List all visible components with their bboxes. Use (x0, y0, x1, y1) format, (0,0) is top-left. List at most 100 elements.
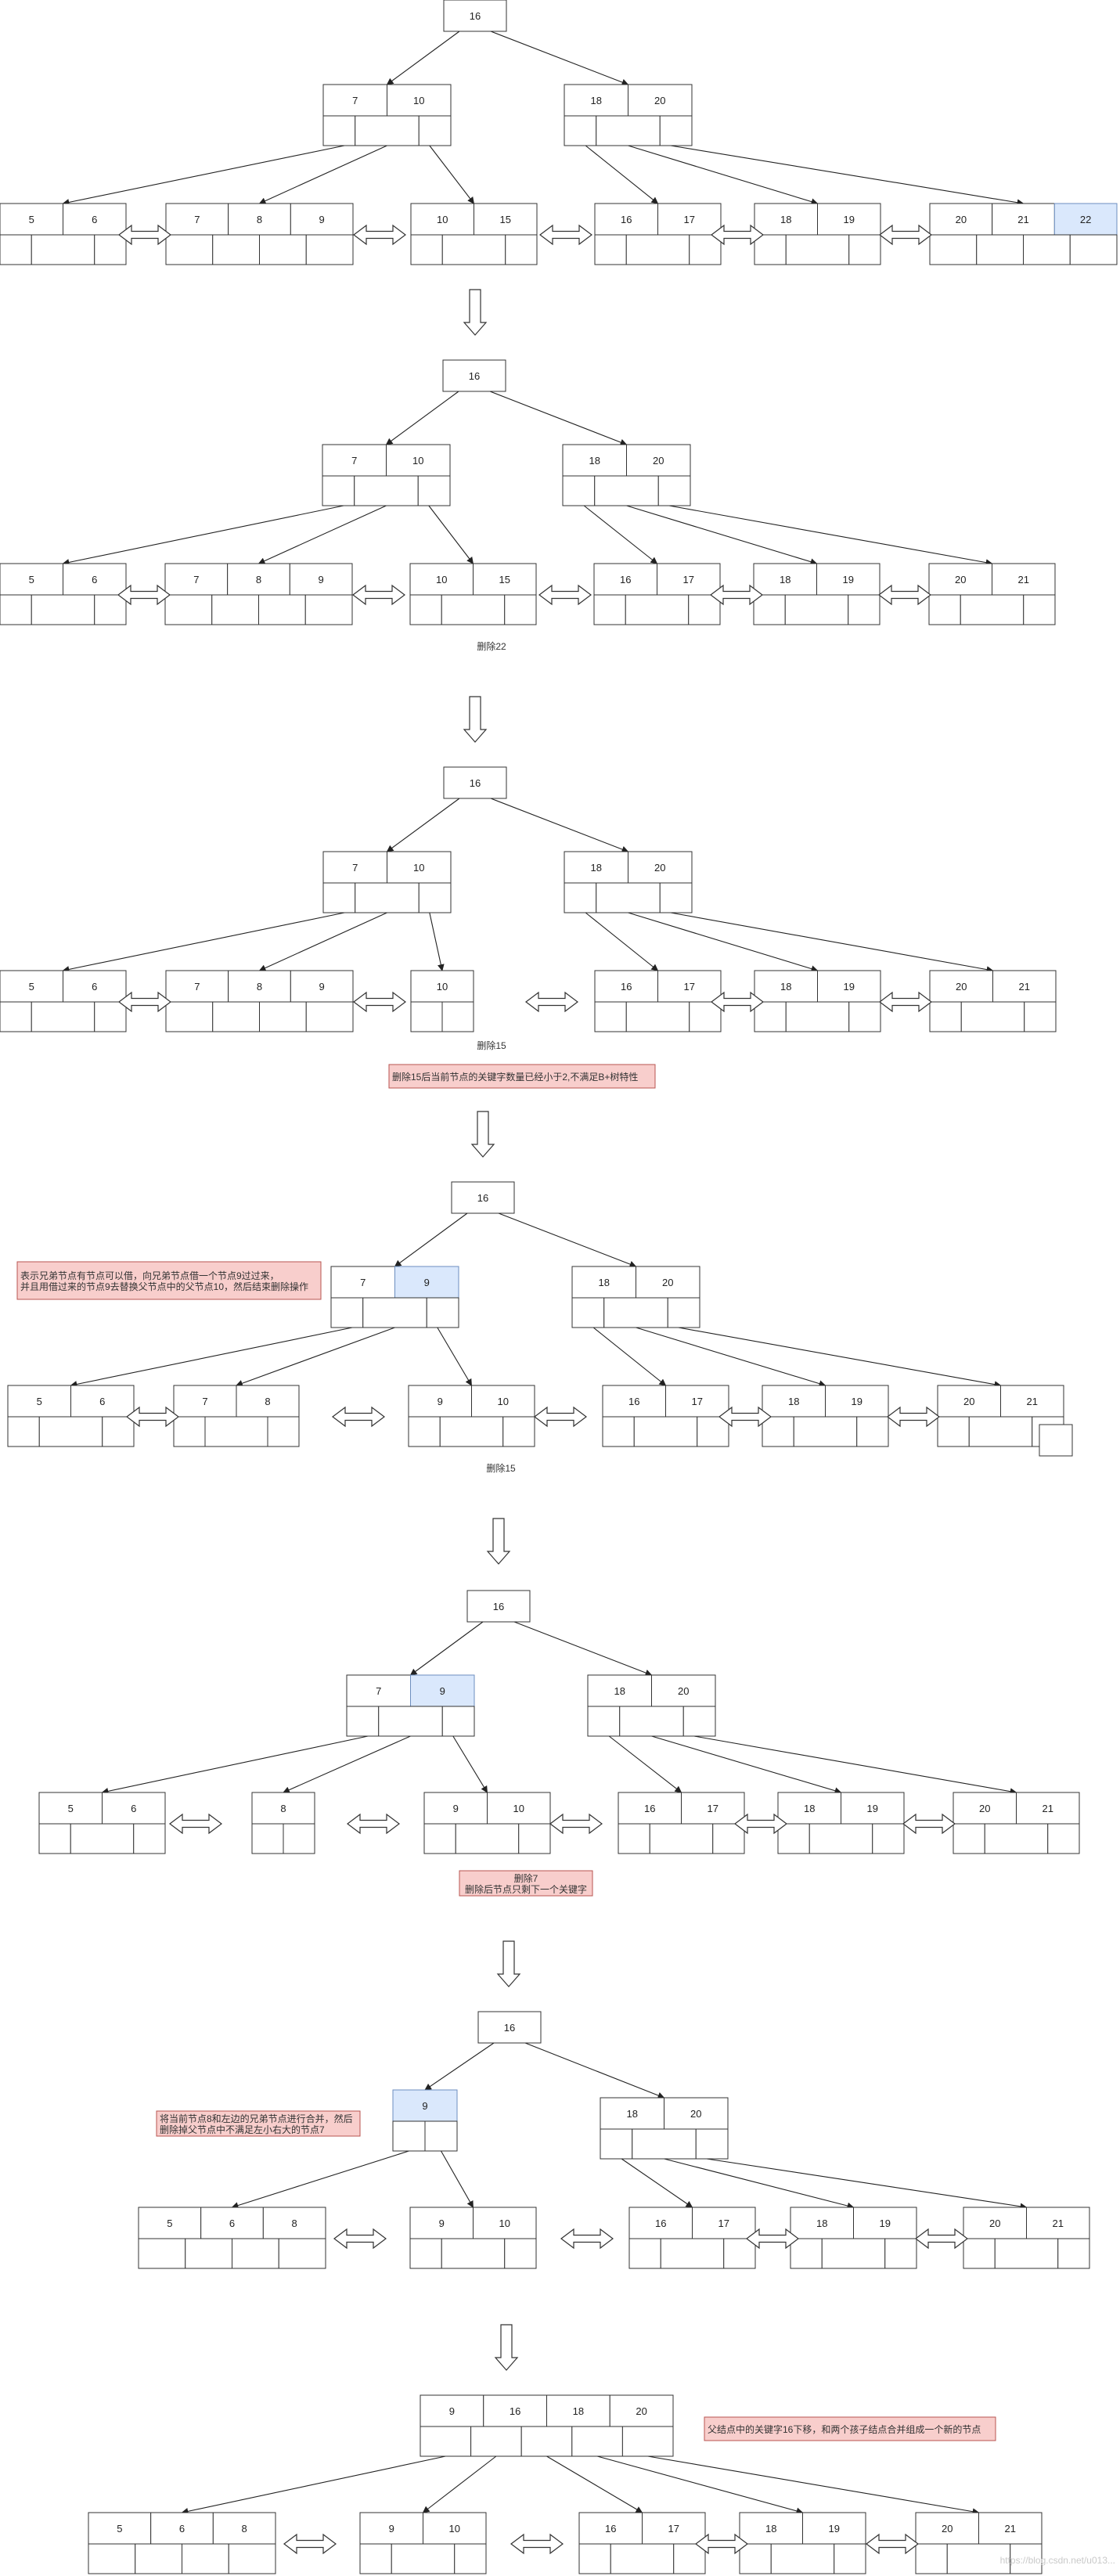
key-label: 9 (319, 981, 325, 993)
sibling-link-arrow (126, 1406, 179, 1428)
key-label: 5 (29, 214, 34, 225)
pointer-cell (505, 234, 538, 265)
tree-edge (385, 391, 459, 445)
tree-edge (489, 391, 628, 446)
tree-edge (628, 912, 819, 972)
key-label: 18 (599, 1277, 610, 1288)
key-label: 18 (804, 1803, 815, 1814)
key-label: 9 (422, 2100, 427, 2112)
tree-edge (490, 798, 629, 853)
pointer-cell (31, 234, 95, 265)
pointer-cell (418, 882, 452, 913)
key-label: 10 (412, 455, 423, 467)
pointer-cell (441, 594, 506, 625)
tree-edge (231, 2150, 409, 2209)
tree-edge (62, 505, 344, 566)
tree-edge (585, 912, 659, 971)
pointer-cell (594, 475, 659, 506)
pointer-cell (212, 234, 260, 265)
pointer-cell (963, 2238, 996, 2269)
key-label: 6 (179, 2523, 185, 2535)
pointer-cell (856, 1416, 889, 1447)
pointer-cell (770, 2543, 835, 2574)
key-label: 9 (439, 2218, 445, 2229)
sibling-link-arrow (902, 1813, 956, 1835)
pointer-cell (659, 882, 693, 913)
tree-edge (546, 2455, 643, 2513)
pointer-cell (753, 594, 786, 625)
pointer-cell (960, 1001, 1025, 1032)
key-label: 20 (955, 574, 966, 585)
key-cell (471, 1385, 535, 1418)
key-cell (442, 359, 506, 392)
key-cell (600, 2097, 664, 2130)
pointer-cell (659, 115, 693, 146)
key-label: 8 (257, 214, 262, 225)
pointer-cell (603, 1297, 668, 1328)
key-cell (963, 2207, 1027, 2239)
pointer-cell (102, 1416, 135, 1447)
sibling-link-arrow (118, 991, 171, 1013)
pointer-cell (571, 1297, 605, 1328)
pointer-cell (618, 1823, 650, 1854)
key-label: 7 (376, 1685, 381, 1697)
note-box (388, 1064, 656, 1089)
pointer-cell (305, 234, 354, 265)
pointer-cell (283, 1823, 315, 1854)
key-cell (228, 970, 291, 1003)
step-caption: 删除15 (486, 1462, 516, 1474)
sibling-link-arrow (333, 2228, 387, 2250)
pointer-cell (378, 1706, 443, 1737)
note-text: 并且用借过来的节点9去替换父节点中的父节点10，然后结束删除操作 (20, 1281, 308, 1292)
key-label: 16 (470, 10, 481, 22)
pointer-cell (228, 2543, 276, 2574)
key-label: 18 (589, 455, 600, 467)
tree-edge (651, 1735, 842, 1794)
tree-edge (283, 1735, 411, 1793)
pointer-cell (362, 1297, 427, 1328)
key-label: 8 (280, 1803, 286, 1814)
pointer-cell (251, 1823, 284, 1854)
key-cell (992, 563, 1056, 596)
tree-edge (592, 1327, 667, 1386)
pointer-cell (562, 475, 596, 506)
tree-edge (236, 1327, 395, 1387)
pointer-cell (0, 594, 32, 625)
tree-node: 10 (410, 970, 474, 1032)
pointer-cell (946, 2543, 1011, 2574)
key-label: 16 (655, 2218, 666, 2229)
key-label: 19 (844, 214, 855, 225)
key-label: 10 (499, 2218, 510, 2229)
tree-node: 16 (442, 359, 506, 392)
pointer-cell (649, 1823, 714, 1854)
pointer-cell (625, 234, 690, 265)
key-cell (628, 84, 693, 117)
pointer-cell (834, 2543, 866, 2574)
pointer-cell (660, 2238, 725, 2269)
pointer-cell (94, 594, 127, 625)
pointer-cell (504, 2238, 537, 2269)
pointer-cell (441, 1706, 475, 1737)
key-label: 20 (653, 455, 664, 467)
pointer-cell (619, 1706, 684, 1737)
tree-node: 16 (443, 766, 507, 799)
sibling-link-arrow (915, 2228, 968, 2250)
tree-node: 9 (392, 2089, 458, 2152)
key-cell (0, 203, 63, 236)
pointer-cell (258, 594, 306, 625)
explanation-note: 删除15后当前节点的关键字数量已经小于2,不满足B+树特性 (388, 1064, 656, 1089)
key-cell (817, 970, 881, 1003)
key-cell (1016, 1792, 1080, 1825)
pointer-cell (884, 2238, 917, 2269)
pointer-cell (848, 234, 881, 265)
key-label: 9 (438, 1396, 443, 1407)
